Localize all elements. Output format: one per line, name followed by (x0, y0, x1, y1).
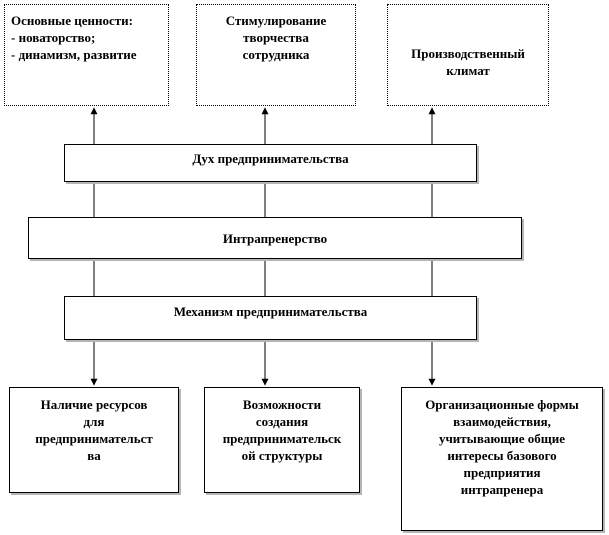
mechanism-bar: Механизм предпринимательства (64, 296, 477, 340)
stimulation-text: Стимулирование творчества сотрудника (225, 13, 327, 62)
intrapreneurship-text: Интрапренерство (222, 230, 328, 246)
possibilities-text: Возможности создания предпринимательск о… (222, 397, 342, 463)
mechanism-text: Механизм предпринимательства (173, 303, 368, 319)
possibilities-box: Возможности создания предпринимательск о… (204, 387, 360, 493)
spirit-bar: Дух предпринимательства (64, 144, 477, 182)
spirit-text: Дух предпринимательства (192, 150, 349, 166)
forms-text: Организационные формы взаимодействия, уч… (425, 397, 579, 497)
intrapreneurship-bar: Интрапренерство (28, 217, 522, 259)
climate-box: Производственный климат (387, 4, 549, 106)
resources-box: Наличие ресурсов для предпринимательст в… (9, 387, 179, 493)
values-text: Основные ценности: - новаторство; - дина… (11, 13, 137, 62)
values-box: Основные ценности: - новаторство; - дина… (4, 4, 169, 106)
stimulation-box: Стимулирование творчества сотрудника (196, 4, 356, 106)
forms-box: Организационные формы взаимодействия, уч… (401, 387, 603, 531)
climate-text: Производственный климат (411, 46, 525, 78)
resources-text: Наличие ресурсов для предпринимательст в… (35, 397, 153, 463)
